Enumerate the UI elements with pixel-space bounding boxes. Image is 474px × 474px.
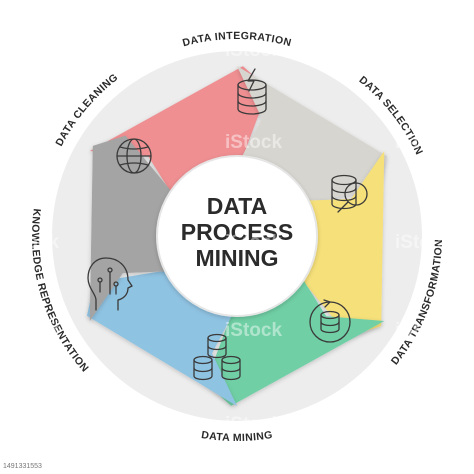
center-title-line-1: DATA — [207, 193, 267, 219]
watermark-group: iStock iStock iStock iStock iStock iStoc… — [2, 40, 452, 435]
database-magnifier-icon — [331, 174, 368, 213]
watermark-text: iStock — [2, 232, 59, 253]
watermark-text: iStock — [395, 414, 452, 435]
center-circle — [156, 155, 318, 317]
watermark-text: iStock — [2, 132, 59, 153]
watermark-text: iStock — [395, 132, 452, 153]
watermark-text: iStock — [395, 320, 452, 341]
center-title-line-2: PROCESS — [181, 219, 293, 245]
globe-icon — [116, 138, 152, 174]
watermark-text: iStock — [225, 320, 282, 341]
database-lightning-icon — [237, 68, 267, 115]
watermark-text: iStock — [225, 414, 282, 435]
watermark-text: iStock — [225, 232, 282, 253]
head-circuit-icon — [87, 257, 133, 311]
database-stack-icon — [193, 333, 241, 381]
database-cycle-icon — [309, 299, 351, 343]
watermark-text: iStock — [395, 40, 452, 61]
center-title-line-3: MINING — [195, 245, 278, 271]
image-credit-id: 1491331553 — [3, 463, 42, 470]
watermark-text: iStock — [395, 232, 452, 253]
label-data-mining: DATA MINING — [200, 429, 273, 444]
watermark-text: iStock — [2, 40, 59, 61]
segment-data-cleaning — [89, 135, 178, 321]
watermark-text: iStock — [225, 40, 282, 61]
watermark-text: iStock — [2, 414, 59, 435]
watermark-text: iStock — [2, 320, 59, 341]
segment-data-transformation — [296, 151, 385, 337]
watermark-text: iStock — [225, 132, 282, 153]
